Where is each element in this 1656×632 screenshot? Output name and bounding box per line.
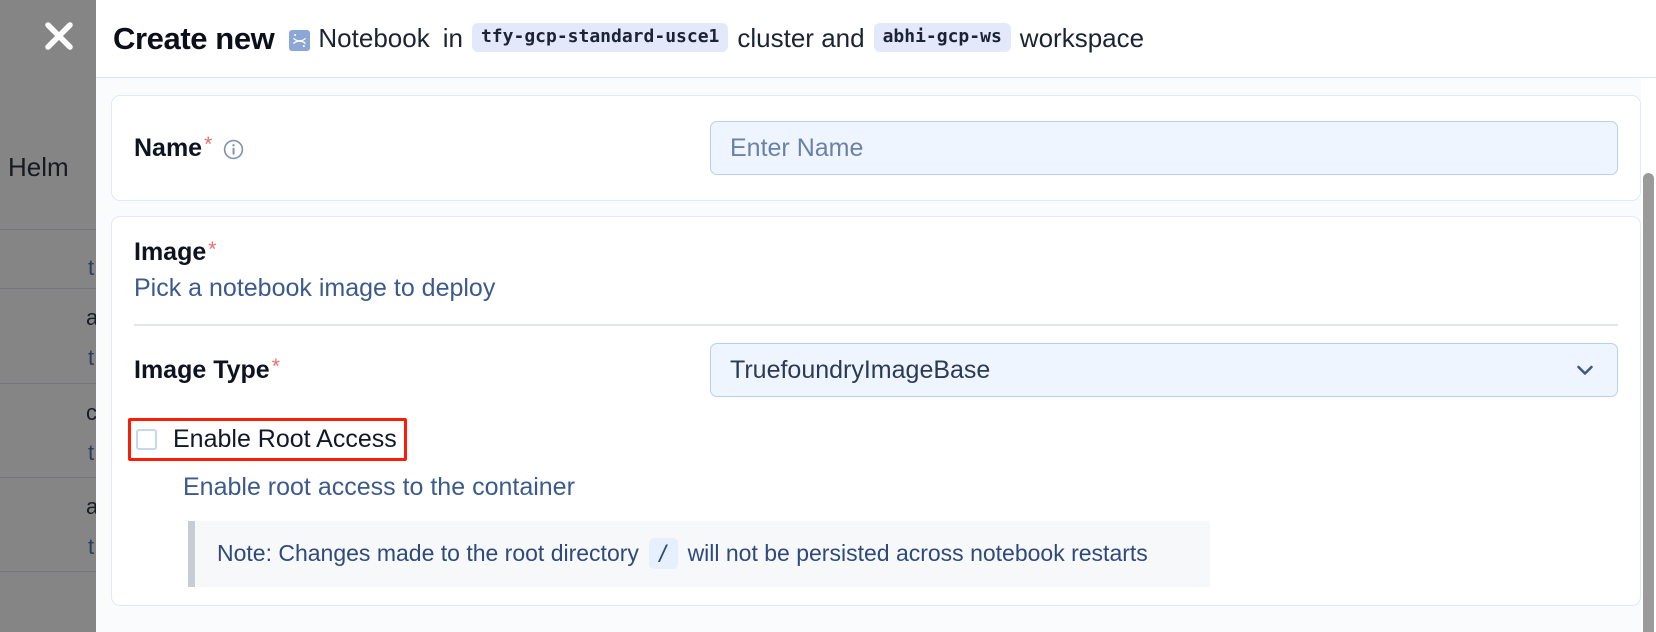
root-access-note: Note: Changes made to the root directory… xyxy=(188,521,1210,588)
root-access-block: Enable Root Access Enable root access to… xyxy=(128,414,1618,588)
modal-header: Create new Notebook in tfy-gcp-standard-… xyxy=(96,0,1656,78)
cluster-chip: tfy-gcp-standard-usce1 xyxy=(471,23,729,52)
note-suffix: will not be persisted across notebook re… xyxy=(687,540,1148,567)
chevron-down-icon[interactable] xyxy=(1572,357,1598,383)
in-word: in xyxy=(442,23,463,53)
required-marker: * xyxy=(204,133,213,156)
jupyter-icon xyxy=(289,30,311,51)
section-divider xyxy=(134,324,1618,326)
scrollbar-thumb[interactable] xyxy=(1643,173,1654,632)
name-input-wrap xyxy=(710,121,1618,175)
image-header: Image * Pick a notebook image to deploy xyxy=(134,217,1618,303)
image-type-label-group: Image Type * xyxy=(134,355,280,385)
image-type-select-wrap: TruefoundryImageBase xyxy=(710,343,1618,397)
page-title: Create new xyxy=(113,20,275,56)
workspace-word: workspace xyxy=(1019,23,1145,53)
name-label: Name xyxy=(134,133,203,162)
image-type-select[interactable]: TruefoundryImageBase xyxy=(710,343,1618,397)
name-card: Name * xyxy=(111,95,1641,201)
image-description: Pick a notebook image to deploy xyxy=(134,274,496,302)
enable-root-access-checkbox[interactable] xyxy=(136,429,157,450)
image-type-selected-value: TruefoundryImageBase xyxy=(730,355,991,384)
image-label-group: Image * xyxy=(134,238,1618,267)
close-icon[interactable] xyxy=(36,13,82,59)
required-marker: * xyxy=(271,355,280,378)
cluster-word: cluster and xyxy=(737,23,865,53)
modal-body: Name * xyxy=(96,78,1656,632)
required-marker: * xyxy=(208,237,217,261)
resource-type-label: Notebook xyxy=(318,23,430,53)
root-access-highlight: Enable Root Access xyxy=(128,418,407,461)
image-type-label: Image Type xyxy=(134,355,270,384)
image-card: Image * Pick a notebook image to deploy … xyxy=(111,216,1641,607)
image-type-row: Image Type * TruefoundryImageBase xyxy=(134,326,1618,414)
root-access-description: Enable root access to the container xyxy=(183,473,575,501)
name-label-group: Name * xyxy=(134,133,244,163)
info-circle-icon[interactable] xyxy=(223,139,244,160)
workspace-chip: abhi-gcp-ws xyxy=(873,23,1011,52)
note-code: / xyxy=(648,538,678,570)
enable-root-access-label[interactable]: Enable Root Access xyxy=(173,425,397,453)
note-prefix: Note: Changes made to the root directory xyxy=(217,540,639,567)
name-input[interactable] xyxy=(710,121,1618,175)
name-row: Name * xyxy=(134,96,1618,200)
image-label: Image xyxy=(134,238,207,266)
scrollbar-track[interactable] xyxy=(1641,78,1656,632)
create-notebook-modal: Create new Notebook in tfy-gcp-standard-… xyxy=(96,0,1656,632)
